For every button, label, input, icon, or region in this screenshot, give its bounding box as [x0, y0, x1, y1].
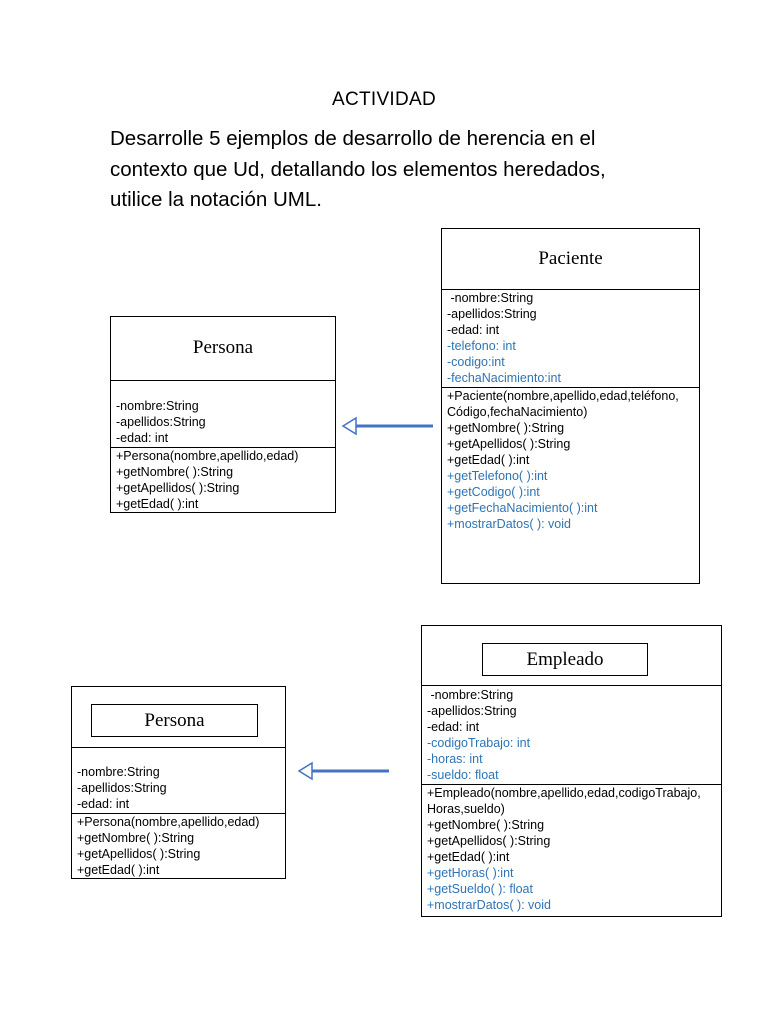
page-title: ACTIVIDAD — [331, 89, 437, 110]
class-name: Empleado — [482, 643, 648, 676]
attribute: -codigo:int — [447, 355, 505, 369]
class-header: Persona — [111, 317, 335, 381]
method: +getEdad( ):int — [447, 453, 530, 467]
attribute: -telefono: int — [447, 339, 516, 353]
method: +getSueldo( ): float — [427, 882, 533, 896]
method: +getEdad( ):int — [77, 863, 160, 877]
method: +Persona(nombre,apellido,edad) — [116, 449, 299, 463]
instruction-line: contexto que Ud, detallando los elemento… — [110, 157, 606, 181]
method: +getEdad( ):int — [116, 497, 199, 511]
method: +getApellidos( ):String — [116, 481, 240, 495]
method: +getNombre( ):String — [77, 831, 195, 845]
attribute: -apellidos:String — [447, 307, 537, 321]
attribute: -fechaNacimiento:int — [447, 371, 561, 385]
method: +getApellidos( ):String — [447, 437, 571, 451]
class-persona-2: Persona -nombre:String -apellidos:String… — [71, 686, 286, 879]
method: +getApellidos( ):String — [77, 847, 201, 861]
class-persona-1: Persona -nombre:String -apellidos:String… — [110, 316, 336, 513]
inheritance-arrow-1 — [341, 416, 433, 436]
class-paciente: Paciente -nombre:String -apellidos:Strin… — [441, 228, 700, 584]
class-methods: +Persona(nombre,apellido,edad) +getNombr… — [72, 814, 285, 878]
attribute: -edad: int — [116, 431, 169, 445]
method: +getNombre( ):String — [116, 465, 234, 479]
method: +getApellidos( ):String — [427, 834, 551, 848]
class-methods: +Empleado(nombre,apellido,edad,codigoTra… — [422, 785, 721, 913]
attribute: -horas: int — [427, 752, 483, 766]
instruction-line: utilice la notación UML. — [110, 188, 322, 211]
inheritance-arrow-2 — [297, 761, 389, 781]
attribute: -sueldo: float — [427, 768, 499, 782]
attribute: -nombre:String — [447, 291, 534, 305]
method: +getFechaNacimiento( ):int — [447, 501, 598, 515]
method: +getNombre( ):String — [427, 818, 545, 832]
class-header: Persona — [72, 687, 285, 748]
method: +mostrarDatos( ): void — [447, 517, 571, 531]
class-attributes: -nombre:String -apellidos:String -edad: … — [111, 381, 335, 448]
method: +mostrarDatos( ): void — [427, 898, 551, 912]
class-header: Paciente — [442, 229, 699, 290]
attribute: -codigoTrabajo: int — [427, 736, 531, 750]
class-name: Persona — [91, 704, 258, 737]
attribute: -nombre:String — [116, 399, 199, 413]
attribute: -apellidos:String — [116, 415, 206, 429]
method: Código,fechaNacimiento) — [447, 405, 588, 419]
class-empleado: Empleado -nombre:String -apellidos:Strin… — [421, 625, 722, 917]
class-header: Empleado — [422, 626, 721, 686]
class-name: Paciente — [538, 248, 603, 269]
attribute: -edad: int — [77, 797, 130, 811]
attribute: -nombre:String — [427, 688, 514, 702]
method: +getNombre( ):String — [447, 421, 565, 435]
method: +Persona(nombre,apellido,edad) — [77, 815, 260, 829]
method: Horas,sueldo) — [427, 802, 505, 816]
class-attributes: -nombre:String -apellidos:String -edad: … — [422, 686, 721, 785]
method: +getCodigo( ):int — [447, 485, 540, 499]
attribute: -edad: int — [447, 323, 500, 337]
method: +getTelefono( ):int — [447, 469, 548, 483]
class-attributes: -nombre:String -apellidos:String -edad: … — [442, 290, 699, 388]
attribute: -nombre:String — [77, 765, 160, 779]
instructions: Desarrolle 5 ejemplos de desarrollo de h… — [110, 124, 670, 216]
method: +getEdad( ):int — [427, 850, 510, 864]
attribute: -apellidos:String — [427, 704, 517, 718]
class-name: Persona — [192, 337, 254, 358]
method: +Empleado(nombre,apellido,edad,codigoTra… — [427, 786, 701, 800]
method: +getHoras( ):int — [427, 866, 514, 880]
class-methods: +Persona(nombre,apellido,edad) +getNombr… — [111, 448, 335, 512]
attribute: -apellidos:String — [77, 781, 167, 795]
class-attributes: -nombre:String -apellidos:String -edad: … — [72, 748, 285, 814]
instruction-line: Desarrolle 5 ejemplos de desarrollo de h… — [110, 127, 596, 150]
attribute: -edad: int — [427, 720, 480, 734]
method: +Paciente(nombre,apellido,edad,teléfono, — [447, 389, 679, 403]
class-methods: +Paciente(nombre,apellido,edad,teléfono,… — [442, 388, 699, 532]
